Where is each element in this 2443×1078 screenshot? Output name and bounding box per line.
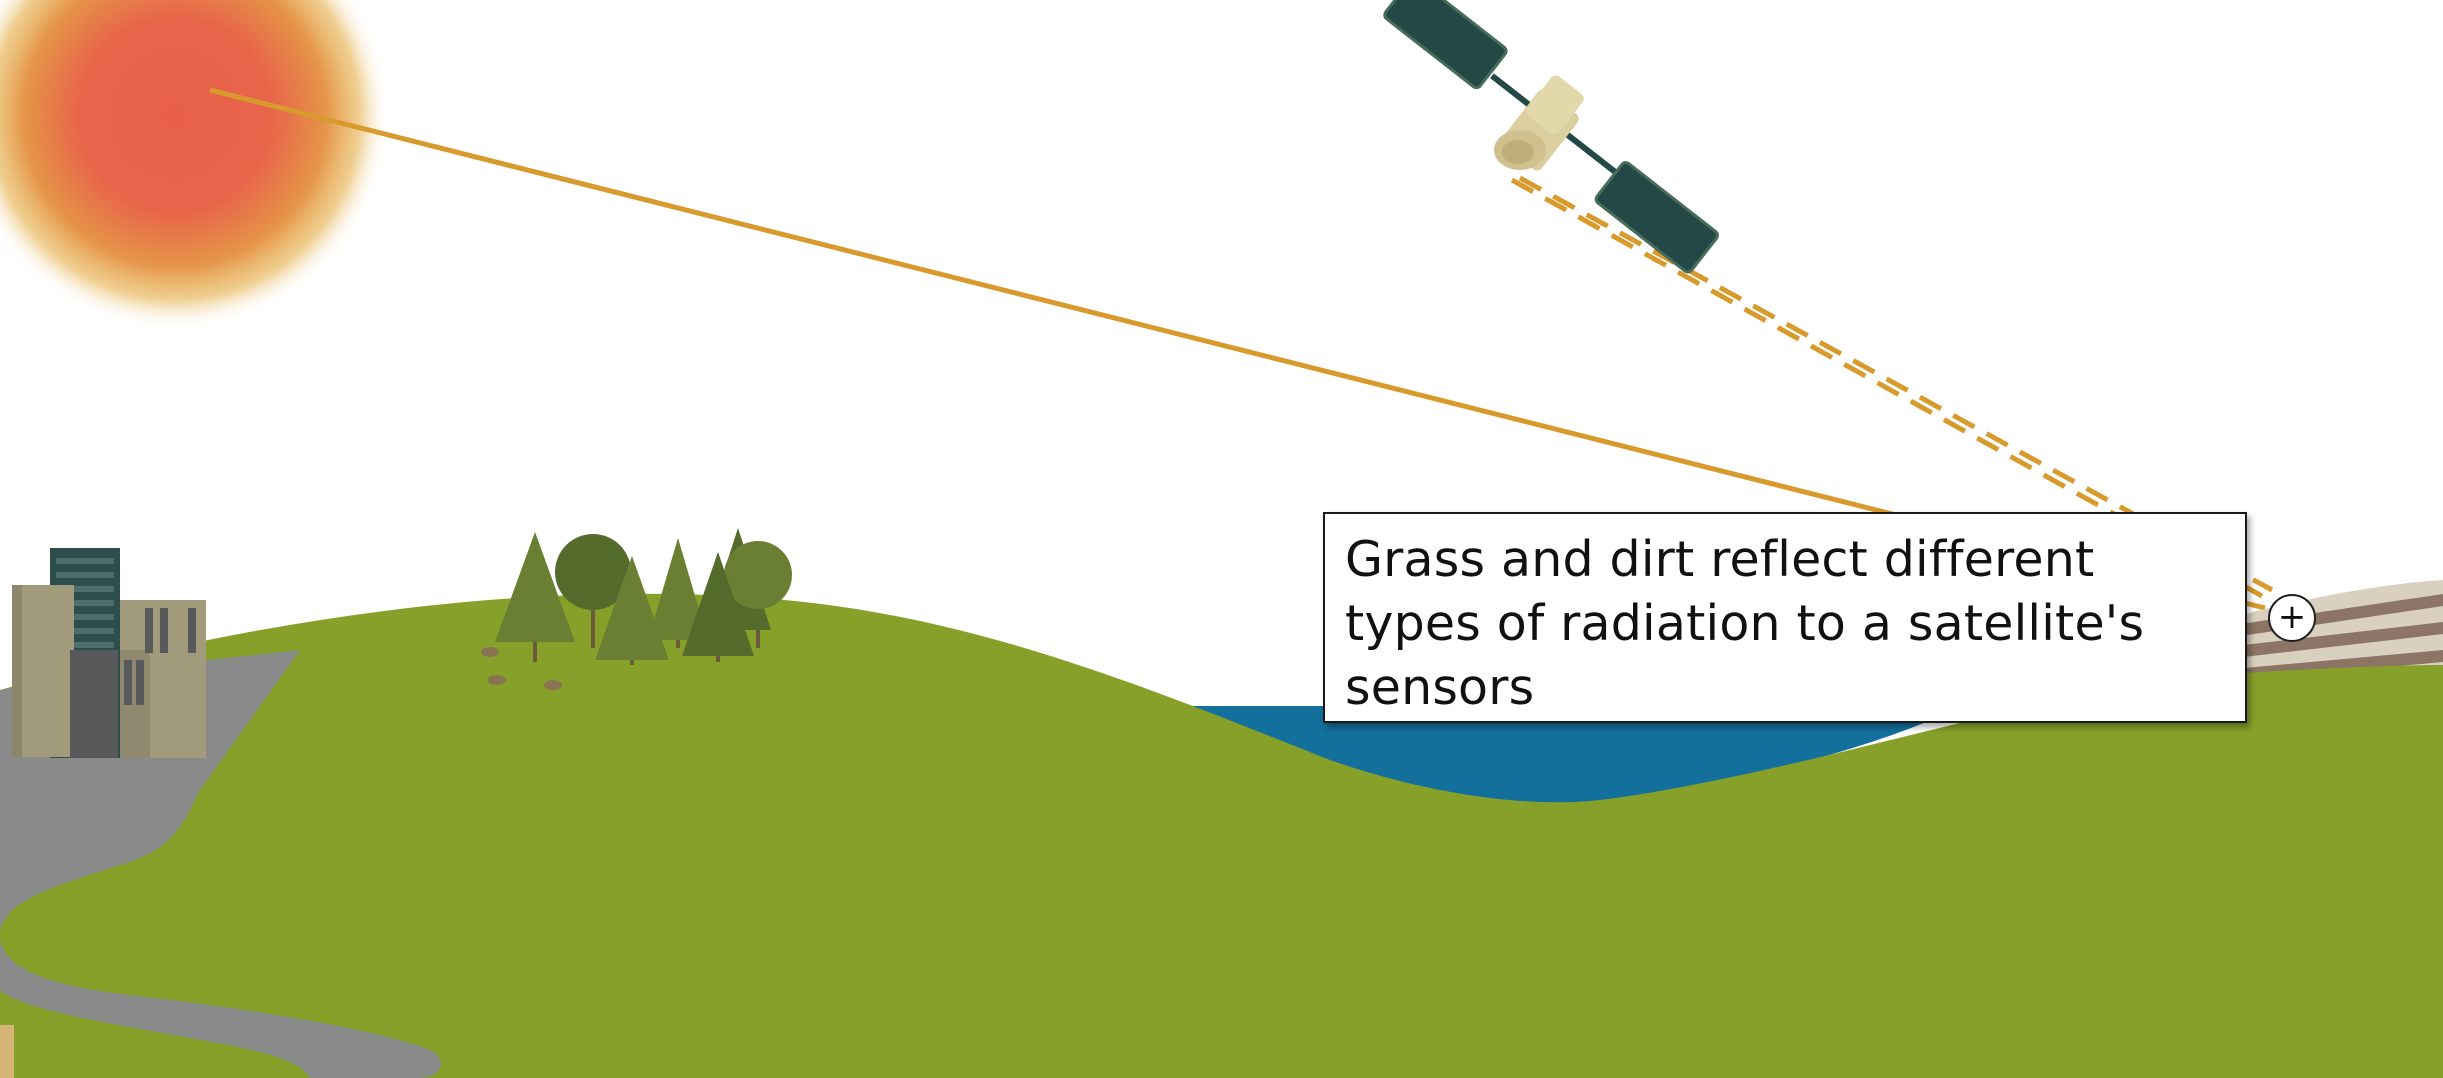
forest [481, 528, 792, 690]
expand-info-button[interactable]: + [2268, 594, 2316, 642]
reflected-rays [1510, 175, 2274, 599]
lake [1150, 706, 1960, 806]
satellite [1383, 0, 1719, 274]
plus-icon: + [2277, 596, 2307, 637]
info-callout: Grass and dirt reflect different types o… [1323, 512, 2247, 723]
ground-corner [0, 1025, 14, 1078]
sun [0, 0, 390, 330]
city-buildings [12, 548, 206, 758]
callout-text: Grass and dirt reflect different types o… [1345, 531, 2145, 716]
grass-hill [0, 593, 2443, 1078]
